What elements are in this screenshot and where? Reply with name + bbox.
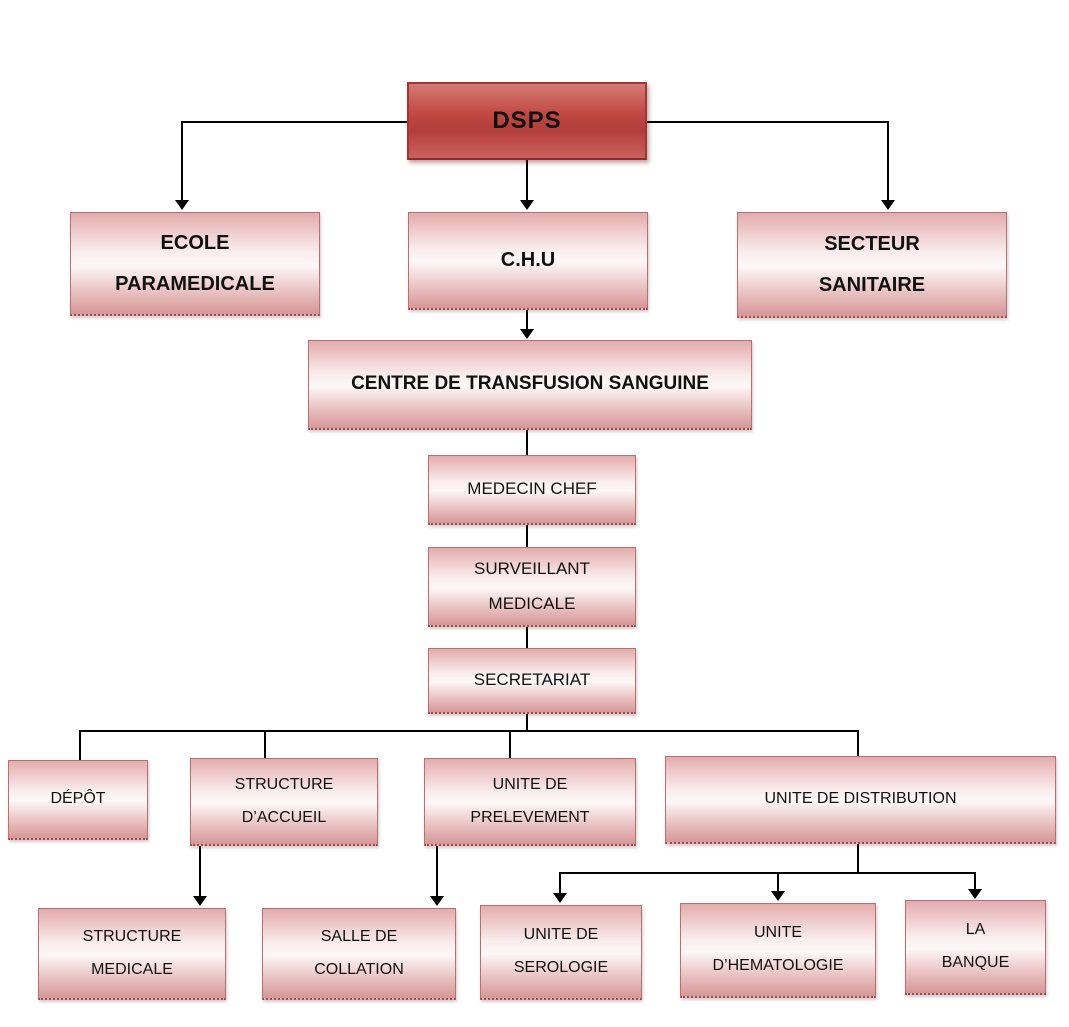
node-unite-serologie-label: UNITE DE SEROLOGIE	[513, 926, 609, 976]
node-unite-distribution-label: UNITE DE DISTRIBUTION	[764, 790, 957, 808]
connector-secretariat-children-hline	[80, 730, 858, 732]
node-structure-medicale: STRUCTURE MEDICALE	[38, 908, 226, 1000]
node-dsps-label: DSPS	[492, 107, 562, 135]
node-chu: C.H.U	[408, 212, 648, 310]
connector-distribution-bar-vline	[857, 844, 859, 873]
node-chu-label: C.H.U	[500, 249, 556, 271]
node-unite-prelevement-label: UNITE DE PRELEVEMENT	[470, 775, 590, 826]
arrowhead-hematologie	[771, 891, 785, 901]
arrowhead-secteur	[881, 200, 895, 210]
node-surveillant-medicale: SURVEILLANT MEDICALE	[428, 547, 636, 627]
node-medecin-chef: MEDECIN CHEF	[428, 455, 636, 525]
node-ecole-paramedicale-label: ECOLE PARAMEDICALE	[115, 231, 275, 295]
node-la-banque: LA BANQUE	[905, 900, 1046, 995]
connector-secretariat-bar-vline	[526, 714, 528, 732]
connector-prelevement-collation-vline	[436, 846, 438, 897]
node-la-banque-label: LA BANQUE	[941, 921, 1010, 971]
node-unite-hematologie: UNITE D’HEMATOLOGIE	[680, 903, 876, 998]
arrowhead-ecole	[175, 200, 189, 210]
node-depot-label: DÉPÔT	[50, 790, 106, 808]
connector-surveillant-secretariat-vline	[526, 627, 528, 649]
node-dsps: DSPS	[407, 82, 647, 160]
connector-dsps-secteur-vline	[887, 121, 889, 201]
node-medecin-chef-label: MEDECIN CHEF	[467, 479, 597, 499]
connector-drop-depot	[79, 730, 81, 760]
node-unite-hematologie-label: UNITE D’HEMATOLOGIE	[712, 924, 844, 974]
arrowhead-serologie	[553, 893, 567, 903]
arrowhead-chu	[520, 200, 534, 210]
arrowhead-structure-medicale	[193, 896, 207, 906]
node-unite-prelevement: UNITE DE PRELEVEMENT	[424, 758, 636, 846]
arrowhead-banque	[968, 889, 982, 899]
connector-drop-structure-accueil	[264, 730, 266, 758]
node-unite-serologie: UNITE DE SEROLOGIE	[480, 905, 642, 1000]
node-salle-collation: SALLE DE COLLATION	[262, 908, 456, 1000]
arrowhead-centre	[520, 329, 534, 339]
connector-drop-serologie	[559, 872, 561, 894]
node-secretariat: SECRETARIAT	[428, 648, 636, 714]
node-structure-accueil-label: STRUCTURE D’ACCUEIL	[234, 775, 334, 826]
node-secteur-sanitaire: SECTEUR SANITAIRE	[737, 212, 1007, 318]
node-secteur-sanitaire-label: SECTEUR SANITAIRE	[818, 232, 926, 296]
node-centre-transfusion: CENTRE DE TRANSFUSION SANGUINE	[308, 340, 752, 430]
connector-dsps-chu-vline	[526, 160, 528, 201]
connector-medecin-surveillant-vline	[526, 525, 528, 548]
connector-drop-unite-distribution	[857, 730, 859, 756]
connector-centre-medecin-vline	[526, 430, 528, 456]
node-secretariat-label: SECRETARIAT	[473, 670, 591, 690]
node-depot: DÉPÔT	[8, 760, 148, 840]
connector-drop-hematologie	[777, 872, 779, 892]
node-surveillant-medicale-label: SURVEILLANT MEDICALE	[474, 558, 590, 613]
node-unite-distribution: UNITE DE DISTRIBUTION	[665, 756, 1056, 844]
node-ecole-paramedicale: ECOLE PARAMEDICALE	[70, 212, 320, 316]
node-centre-transfusion-label: CENTRE DE TRANSFUSION SANGUINE	[351, 373, 709, 395]
arrowhead-salle-collation	[430, 896, 444, 906]
node-salle-collation-label: SALLE DE COLLATION	[314, 927, 404, 978]
connector-drop-unite-prelevement	[509, 730, 511, 758]
connector-drop-banque	[974, 872, 976, 890]
connector-dsps-ecole-vline	[181, 121, 183, 201]
connector-distribution-children-hline	[560, 872, 975, 874]
connector-chu-centre-vline	[526, 310, 528, 330]
connector-accueil-medicale-vline	[199, 846, 201, 897]
node-structure-accueil: STRUCTURE D’ACCUEIL	[190, 758, 378, 846]
node-structure-medicale-label: STRUCTURE MEDICALE	[82, 927, 182, 978]
